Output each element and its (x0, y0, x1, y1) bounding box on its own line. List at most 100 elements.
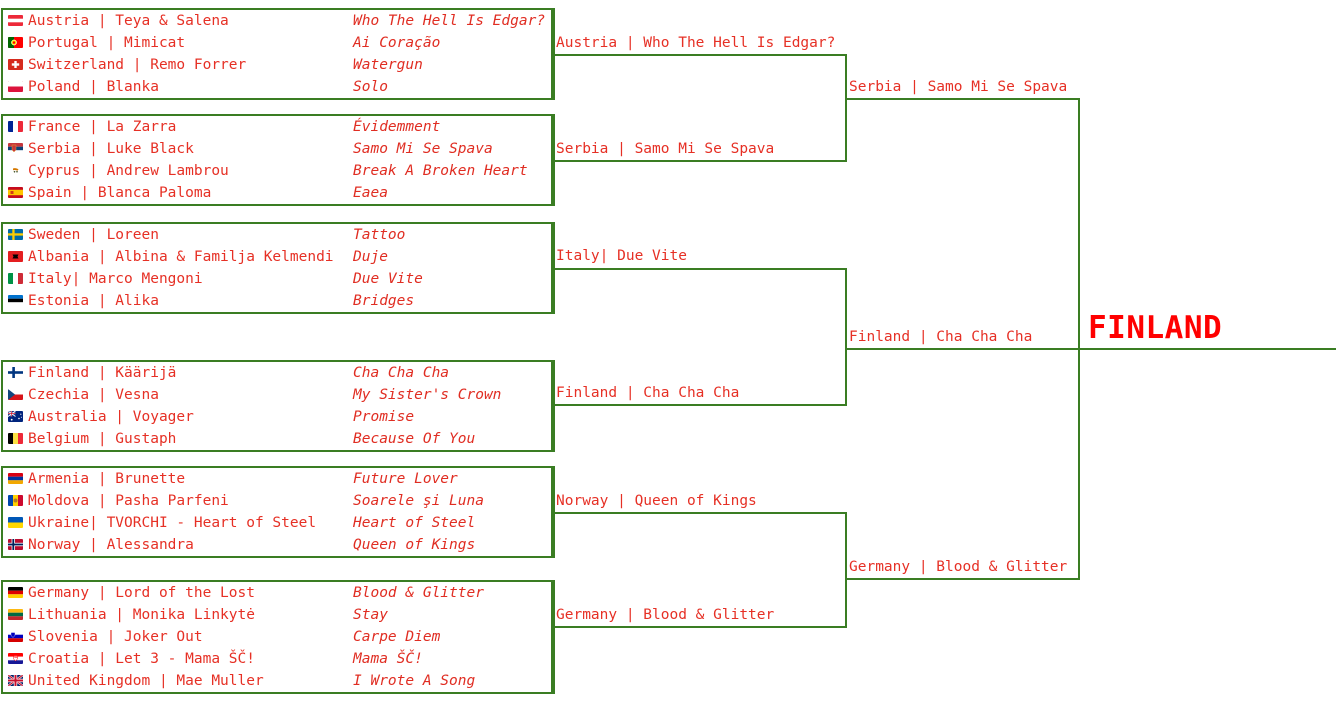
flag-czechia-icon (8, 389, 23, 400)
entry-label: Armenia | Brunette (28, 471, 186, 487)
bracket-entry-row[interactable]: Norway | Alessandra Queen of Kings (3, 534, 551, 556)
r2-match-label-1: Austria | Who The Hell Is Edgar? (556, 35, 836, 51)
song-title: Heart of Steel (353, 515, 476, 531)
bracket-entry-row[interactable]: Albania | Albina & Familja Kelmendi Duje (3, 246, 551, 268)
r3-match-label-1: Serbia | Samo Mi Se Spava (849, 79, 1068, 95)
entry-label: Poland | Blanka (28, 79, 159, 95)
bracket-entry-row[interactable]: Croatia | Let 3 - Mama ŠČ! Mama ŠČ! (3, 648, 551, 670)
entry-label: France | La Zarra (28, 119, 177, 135)
song-title: Due Vite (353, 271, 423, 287)
flag-france-icon (8, 121, 23, 132)
song-title: Carpe Diem (353, 629, 441, 645)
bracket-entry-row[interactable]: Estonia | Alika Bridges (3, 290, 551, 312)
bracket-entry-row[interactable]: Lithuania | Monika Linkytė Stay (3, 604, 551, 626)
bracket-entry-row[interactable]: Czechia | Vesna My Sister's Crown (3, 384, 551, 406)
bracket-entry-row[interactable]: Spain | Blanca Paloma Eaea (3, 182, 551, 204)
bracket-entry-row[interactable]: Austria | Teya & Salena Who The Hell Is … (3, 10, 551, 32)
bracket-entry-row[interactable]: Moldova | Pasha Parfeni Soarele şi Luna (3, 490, 551, 512)
song-title: Future Lover (353, 471, 458, 487)
entry-label: Ukraine| TVORCHI - Heart of Steel (28, 515, 317, 531)
song-title: Bridges (353, 293, 415, 309)
entry-label: Spain | Blanca Paloma (28, 185, 212, 201)
bracket-entry-row[interactable]: Poland | Blanka Solo (3, 76, 551, 98)
r3-m2-line (845, 348, 1080, 350)
song-title: Samo Mi Se Spava (353, 141, 493, 157)
bracket-entry-row[interactable]: Belgium | Gustaph Because Of You (3, 428, 551, 450)
song-title: Duje (353, 249, 388, 265)
r2-m5-top-line (553, 512, 847, 514)
entry-label: Lithuania | Monika Linkytė (28, 607, 255, 623)
song-title: Tattoo (353, 227, 406, 243)
bracket-entry-row[interactable]: Finland | Käärijä Cha Cha Cha (3, 362, 551, 384)
flag-poland-icon (8, 81, 23, 92)
r3-match-label-3: Germany | Blood & Glitter (849, 559, 1068, 575)
flag-croatia-icon (8, 653, 23, 664)
song-title: Mama ŠČ! (353, 651, 423, 667)
flag-austria-icon (8, 15, 23, 26)
flag-australia-icon (8, 411, 23, 422)
flag-finland-icon (8, 367, 23, 378)
bracket-entry-row[interactable]: Serbia | Luke Black Samo Mi Se Spava (3, 138, 551, 160)
bracket-entry-row[interactable]: Italy| Marco Mengoni Due Vite (3, 268, 551, 290)
bracket-entry-row[interactable]: Sweden | Loreen Tattoo (3, 224, 551, 246)
flag-serbia-icon (8, 143, 23, 154)
group-box-2: France | La Zarra Évidemment Serbia | Lu… (1, 114, 553, 206)
song-title: Because Of You (353, 431, 476, 447)
r2-match-label-6: Germany | Blood & Glitter (556, 607, 775, 623)
r2-match-label-4: Finland | Cha Cha Cha (556, 385, 740, 401)
flag-belgium-icon (8, 433, 23, 444)
song-title: My Sister's Crown (353, 387, 502, 403)
r3-match-label-2: Finland | Cha Cha Cha (849, 329, 1033, 345)
flag-spain-icon (8, 187, 23, 198)
bracket-entry-row[interactable]: France | La Zarra Évidemment (3, 116, 551, 138)
song-title: Break A Broken Heart (353, 163, 528, 179)
bracket-entry-row[interactable]: Cyprus | Andrew Lambrou Break A Broken H… (3, 160, 551, 182)
entry-label: Australia | Voyager (28, 409, 194, 425)
song-title: Stay (353, 607, 388, 623)
entry-label: Austria | Teya & Salena (28, 13, 229, 29)
flag-united-kingdom-icon (8, 675, 23, 686)
entry-label: Finland | Käärijä (28, 365, 177, 381)
flag-norway-icon (8, 539, 23, 550)
group-box-4: Finland | Käärijä Cha Cha Cha Czechia | … (1, 360, 553, 452)
entry-label: Croatia | Let 3 - Mama ŠČ! (28, 651, 255, 667)
bracket-entry-row[interactable]: Australia | Voyager Promise (3, 406, 551, 428)
entry-label: Belgium | Gustaph (28, 431, 177, 447)
entry-label: Germany | Lord of the Lost (28, 585, 255, 601)
bracket-entry-row[interactable]: Ukraine| TVORCHI - Heart of Steel Heart … (3, 512, 551, 534)
flag-cyprus-icon (8, 165, 23, 176)
bracket-entry-row[interactable]: Portugal | Mimicat Ai Coração (3, 32, 551, 54)
song-title: Évidemment (353, 119, 441, 135)
entry-label: Norway | Alessandra (28, 537, 194, 553)
flag-italy-icon (8, 273, 23, 284)
flag-armenia-icon (8, 473, 23, 484)
bracket-entry-row[interactable]: United Kingdom | Mae Muller I Wrote A So… (3, 670, 551, 692)
r2-m1-top-line (553, 54, 847, 56)
bracket-entry-row[interactable]: Armenia | Brunette Future Lover (3, 468, 551, 490)
song-title: Promise (353, 409, 415, 425)
bracket-entry-row[interactable]: Germany | Lord of the Lost Blood & Glitt… (3, 582, 551, 604)
r2-m6-bottom-line (553, 626, 847, 628)
r2-match-label-5: Norway | Queen of Kings (556, 493, 757, 509)
bracket-entry-row[interactable]: Slovenia | Joker Out Carpe Diem (3, 626, 551, 648)
r2-pair3-right-connector (845, 512, 847, 628)
bracket-entry-row[interactable]: Switzerland | Remo Forrer Watergun (3, 54, 551, 76)
flag-switzerland-icon (8, 59, 23, 70)
song-title: Eaea (353, 185, 388, 201)
flag-slovenia-icon (8, 631, 23, 642)
r2-m6-left-connector (553, 580, 555, 694)
r2-pair1-right-connector (845, 54, 847, 162)
flag-estonia-icon (8, 295, 23, 306)
entry-label: Czechia | Vesna (28, 387, 159, 403)
entry-label: Estonia | Alika (28, 293, 159, 309)
entry-label: Italy| Marco Mengoni (28, 271, 203, 287)
flag-sweden-icon (8, 229, 23, 240)
group-box-5: Armenia | Brunette Future Lover Moldova … (1, 466, 553, 558)
r2-m3-top-line (553, 268, 847, 270)
song-title: Soarele şi Luna (353, 493, 484, 509)
entry-label: Switzerland | Remo Forrer (28, 57, 247, 73)
flag-germany-icon (8, 587, 23, 598)
entry-label: Sweden | Loreen (28, 227, 159, 243)
r2-m4-bottom-line (553, 404, 847, 406)
